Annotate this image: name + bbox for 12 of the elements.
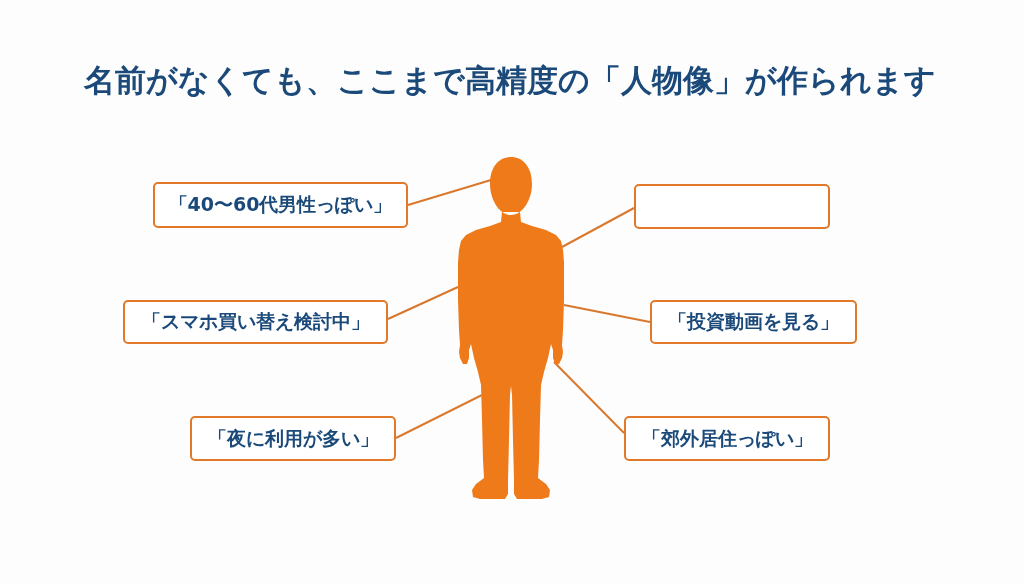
label-box: 「投資動画を見る」 <box>650 300 857 344</box>
title: 名前がなくても、ここまで高精度の「人物像」が作られます <box>82 61 937 100</box>
label-box: 「夜に利用が多い」 <box>190 416 396 461</box>
leader-line <box>395 394 483 439</box>
label-box: 「40〜60代男性っぽい」 <box>153 182 408 228</box>
leader-line <box>561 207 635 248</box>
label-box: 「スマホ買い替え検討中」 <box>123 300 388 344</box>
leader-line <box>563 304 651 323</box>
leader-line <box>553 361 625 434</box>
label-box: 「郊外居住っぽい」 <box>624 416 830 461</box>
leader-line <box>407 179 492 206</box>
empty-box <box>634 184 830 229</box>
